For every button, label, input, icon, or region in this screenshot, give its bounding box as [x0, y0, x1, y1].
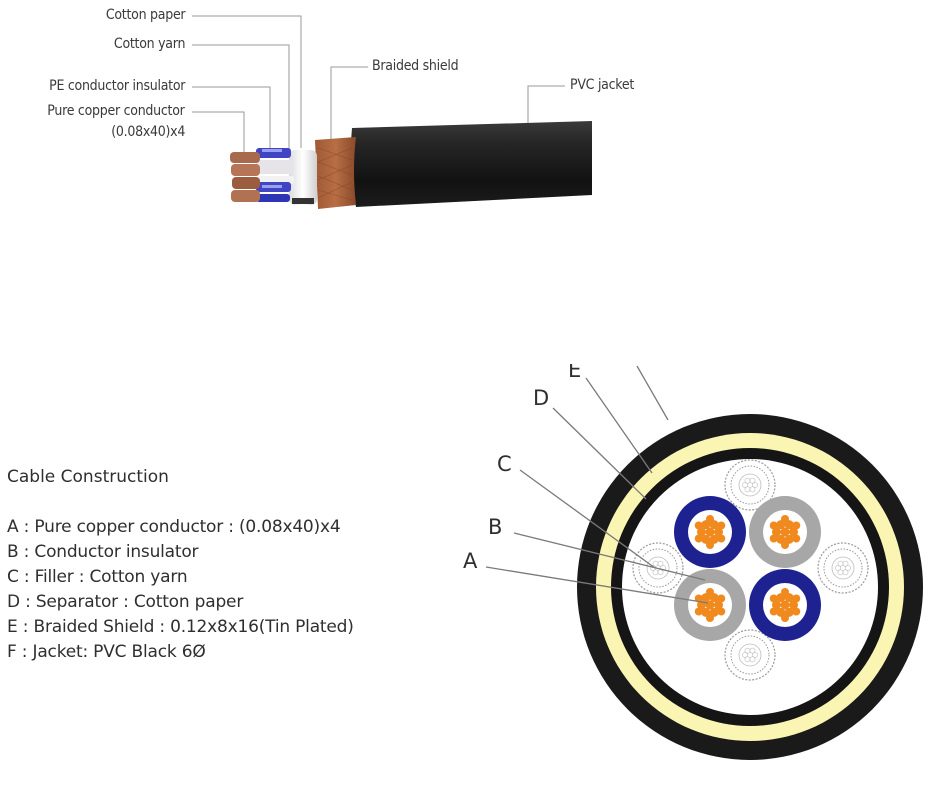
filler-yarn-inner: [730, 635, 770, 675]
callout-copper-conductor-spec: (0.08x40)x4: [111, 124, 185, 140]
copper-strand: [706, 614, 714, 622]
xsec-label-c: C: [497, 452, 512, 476]
copper-strand: [781, 614, 789, 622]
copper-strand: [772, 600, 781, 610]
filler-strand: [744, 656, 751, 663]
filler-strand: [652, 569, 659, 576]
filler-strand: [752, 482, 758, 488]
filler-strand: [744, 486, 751, 493]
copper-strand: [714, 527, 723, 537]
callout-cotton-yarn: Cotton yarn: [113, 36, 186, 52]
copper-strand: [717, 521, 726, 530]
filler-strand: [660, 565, 666, 571]
callout-copper-conductor: Pure copper conductor: [47, 103, 186, 119]
filler-yarn: [817, 542, 869, 594]
copper-strand: [706, 515, 714, 523]
filler-strand: [742, 482, 748, 488]
spec-item-a: A : Pure copper conductor : (0.08x40)x4: [7, 517, 341, 537]
copper-strand: [706, 588, 714, 596]
copper-strand: [781, 515, 789, 523]
copper-strand: [705, 527, 715, 537]
copper-strand: [694, 521, 703, 530]
xsec-label-a: A: [463, 549, 478, 573]
copper-strand: [769, 534, 778, 543]
copper-strand: [714, 600, 723, 610]
copper-strands: [230, 152, 260, 202]
filler-yarn-inner: [730, 465, 770, 505]
filler-yarn: [724, 629, 776, 681]
filler-strand: [842, 560, 849, 567]
xsec-label-b: B: [488, 515, 503, 539]
filler-yarn-core: [646, 556, 670, 580]
filler-strand: [752, 652, 758, 658]
spec-item-b: B : Conductor insulator: [7, 542, 199, 562]
filler-strand: [749, 647, 756, 654]
filler-yarn-inner: [823, 548, 863, 588]
xsec-label-e: E: [568, 358, 582, 382]
callout-pe-insulator: PE conductor insulator: [48, 78, 185, 94]
filler-yarn-core: [738, 643, 762, 667]
filler-yarn-core: [738, 473, 762, 497]
spec-item-d: D : Separator : Cotton paper: [7, 592, 244, 612]
callout-leader-lines: [192, 15, 565, 155]
filler-strand: [837, 569, 844, 576]
copper-strand: [772, 527, 781, 537]
callout-cotton-paper: Cotton paper: [105, 7, 185, 23]
copper-strand: [694, 594, 703, 603]
white-insulator: [256, 160, 294, 174]
cross-section-leader-lines: [485, 365, 709, 604]
copper-strand: [781, 588, 789, 596]
spec-item-e: E : Braided Shield : 0.12x8x16(Tin Plate…: [7, 617, 354, 637]
copper-strand: [706, 541, 714, 549]
copper-strand: [780, 527, 790, 537]
copper-strand: [694, 534, 703, 543]
copper-strand: [789, 600, 798, 610]
spec-item-f: F : Jacket: PVC Black 6Ø: [7, 642, 206, 662]
callout-pvc-jacket: PVC jacket: [570, 77, 635, 93]
copper-strand: [717, 594, 726, 603]
filler-yarn: [632, 542, 684, 594]
filler-yarn: [724, 459, 776, 511]
filler-strand: [845, 565, 851, 571]
copper-strand: [717, 534, 726, 543]
filler-yarn-inner: [638, 548, 678, 588]
copper-strand: [694, 607, 703, 616]
filler-strand: [742, 652, 748, 658]
copper-strand: [789, 527, 798, 537]
braided-shield-shape: [315, 137, 356, 209]
pvc-jacket-shape: [350, 121, 592, 207]
filler-yarn-core: [831, 556, 855, 580]
construction-title: Cable Construction: [7, 467, 169, 487]
filler-strand: [835, 565, 841, 571]
copper-strand: [769, 607, 778, 616]
filler-strand: [749, 477, 756, 484]
copper-strand: [792, 594, 801, 603]
copper-strand: [792, 534, 801, 543]
spec-item-c: C : Filler : Cotton yarn: [7, 567, 188, 587]
copper-strand: [769, 521, 778, 530]
copper-strand: [792, 607, 801, 616]
copper-strand: [792, 521, 801, 530]
filler-strand: [657, 560, 664, 567]
copper-strand: [769, 594, 778, 603]
xsec-label-d: D: [533, 386, 550, 410]
copper-strand: [781, 541, 789, 549]
copper-strand: [780, 600, 790, 610]
copper-strand: [697, 527, 706, 537]
callout-braided-shield: Braided shield: [372, 58, 459, 74]
cotton-paper-shape: [289, 150, 317, 205]
copper-strand: [717, 607, 726, 616]
